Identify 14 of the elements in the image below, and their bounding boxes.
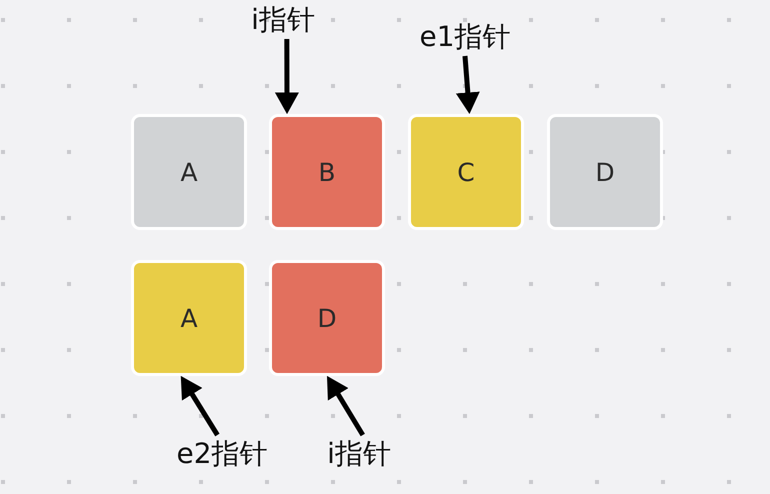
- pointer-arrow: [326, 376, 365, 436]
- array-element: C: [408, 114, 524, 230]
- array-element: B: [269, 114, 385, 230]
- array-element: D: [547, 114, 663, 230]
- pointer-label: e2指针: [176, 437, 268, 471]
- array-element: A: [131, 260, 247, 376]
- pointer-arrow: [456, 56, 480, 114]
- pointer-label: i指针: [327, 437, 391, 471]
- pointer-label: e1指针: [419, 20, 511, 54]
- pointer-arrow: [180, 376, 220, 436]
- pointer-label: i指针: [251, 3, 315, 37]
- pointer-arrow: [274, 39, 299, 114]
- array-element: A: [131, 114, 247, 230]
- array-element: D: [269, 260, 385, 376]
